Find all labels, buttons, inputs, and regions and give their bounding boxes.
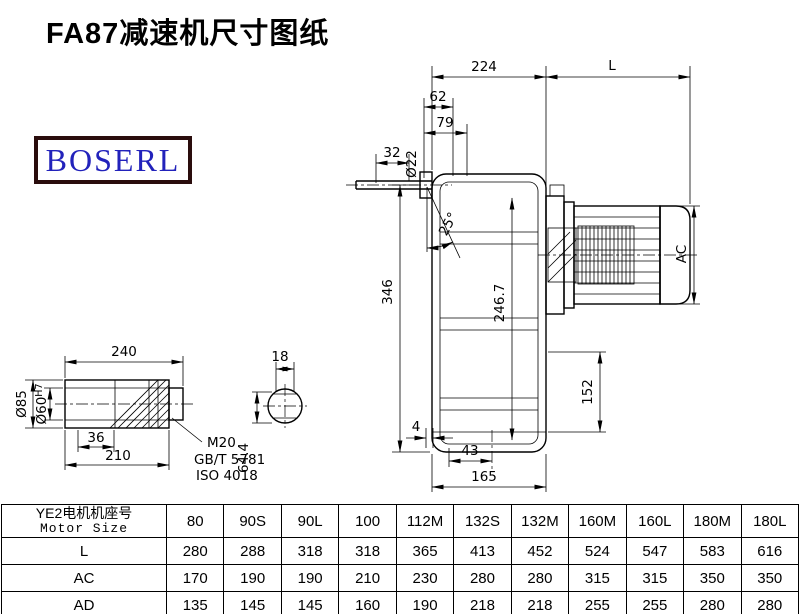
reducer-dimension-drawing: 224 L 62 79 32 Ø22 25° 346 246.7 AC [14,58,700,492]
cell-AD-160M: 255 [568,591,627,614]
cell-AD-180L: 280 [740,591,800,614]
dim-dia-60-h7: Ø60H7 [34,383,50,424]
cell-L-112M: 365 [395,537,455,565]
header-label-en: Motor Size [39,520,128,536]
dim-32: 32 [383,145,400,161]
cell-L-180L: 616 [740,537,800,565]
cell-AC-90L: 190 [280,564,340,592]
cell-AC-112M: 230 [395,564,455,592]
motor [538,184,700,315]
cell-AD-112M: 190 [395,591,455,614]
col-header-90S: 90S [223,504,282,538]
cell-AC-180M: 350 [683,564,742,592]
cell-AD-100: 160 [338,591,397,614]
dim-64-4: 64.4 [236,443,252,473]
col-header-100: 100 [338,504,397,538]
cell-L-160M: 524 [568,537,627,565]
dim-62: 62 [429,89,446,105]
side-view-shaft: 240 Ø85 Ø60H7 36 210 M20 GB/T 5781 ISO 4… [14,344,265,484]
cell-L-180M: 583 [683,537,742,565]
cell-L-132S: 413 [453,537,512,565]
table-header-motor-size: YE2电机机座号 Motor Size [1,504,167,538]
col-header-112M: 112M [395,504,455,538]
front-view-housing [346,171,547,453]
dim-240: 240 [111,344,137,360]
col-header-90L: 90L [280,504,340,538]
dim-43: 43 [461,443,478,459]
dim-L: L [608,58,616,74]
cell-AC-160M: 315 [568,564,627,592]
dim-346: 346 [380,279,396,305]
cell-L-90S: 288 [223,537,282,565]
cell-AD-132S: 218 [453,591,512,614]
dim-4: 4 [412,419,421,435]
cell-AD-90S: 145 [223,591,282,614]
dim-246-7: 246.7 [492,284,508,323]
cell-AD-80: 135 [165,591,225,614]
cell-AD-132M: 218 [510,591,570,614]
col-header-180L: 180L [740,504,800,538]
cell-AC-132S: 280 [453,564,512,592]
col-header-160L: 160L [625,504,685,538]
cell-AC-80: 170 [165,564,225,592]
cell-AD-180M: 280 [683,591,742,614]
header-label-cn: YE2电机机座号 [35,505,133,522]
dim-36: 36 [87,430,104,446]
front-view-dimensions: 224 L 62 79 32 Ø22 25° 346 246.7 AC [375,58,700,492]
cell-L-100: 318 [338,537,397,565]
standard-iso-4018: ISO 4018 [196,468,258,484]
col-header-132M: 132M [510,504,570,538]
col-header-80: 80 [165,504,225,538]
dim-165: 165 [471,469,497,485]
dim-dia-85: Ø85 [14,390,30,418]
dim-AC: AC [674,245,690,263]
dim-224: 224 [471,59,497,75]
cell-L-132M: 452 [510,537,570,565]
row-label-L: L [1,537,167,565]
cell-AD-90L: 145 [280,591,340,614]
col-header-160M: 160M [568,504,627,538]
cell-AC-132M: 280 [510,564,570,592]
dim-18: 18 [271,349,288,365]
cell-AC-90S: 190 [223,564,282,592]
dim-shaft-diameter: Ø22 [404,150,420,178]
dim-210: 210 [105,448,131,464]
cell-AC-160L: 315 [625,564,685,592]
cell-L-80: 280 [165,537,225,565]
row-label-AD: AD [1,591,167,614]
thread-callout-m20: M20 [207,435,236,451]
standard-gbt-5781: GB/T 5781 [194,452,265,468]
shaft-cross-section: 18 64.4 [236,349,307,473]
dim-152: 152 [580,379,596,405]
cell-L-90L: 318 [280,537,340,565]
cell-AD-160L: 255 [625,591,685,614]
cell-L-160L: 547 [625,537,685,565]
page-title: FA87减速机尺寸图纸 [46,18,330,50]
row-label-AC: AC [1,564,167,592]
col-header-132S: 132S [453,504,512,538]
dim-79: 79 [436,115,453,131]
cell-AC-100: 210 [338,564,397,592]
cell-AC-180L: 350 [740,564,800,592]
col-header-180M: 180M [683,504,742,538]
boserl-logo: BOSERL [34,136,192,184]
boserl-logo-text: BOSERL [45,141,181,178]
